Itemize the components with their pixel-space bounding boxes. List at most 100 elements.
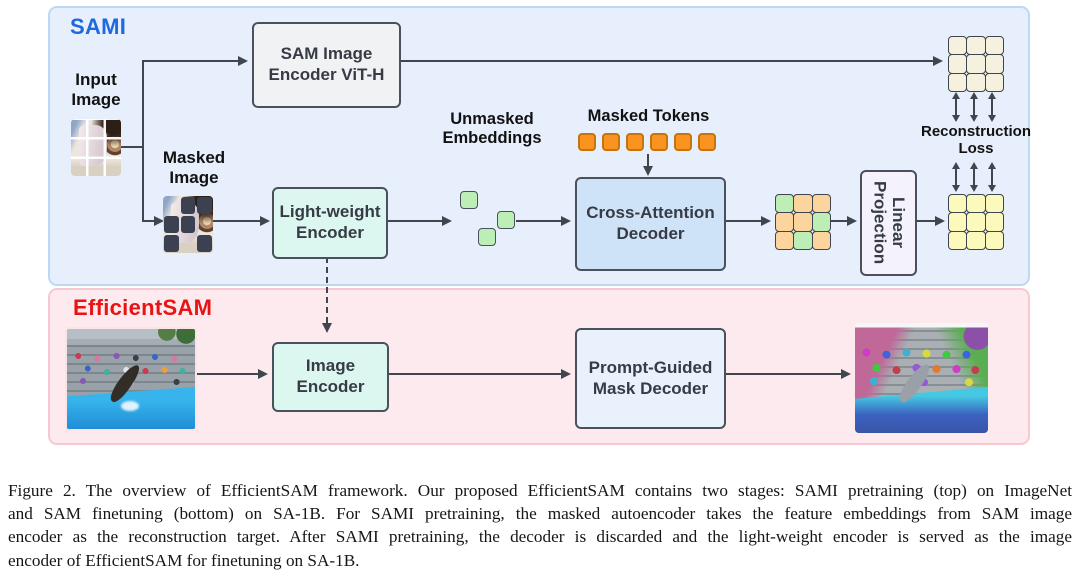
sam-image-encoder-box: SAM Image Encoder ViT-H — [252, 22, 401, 108]
reconstructed-output-grid — [947, 193, 1005, 251]
masked-token — [602, 133, 620, 151]
pool-input-photo — [65, 327, 197, 431]
arrowhead-icon — [154, 215, 164, 226]
grid-cell — [811, 212, 832, 232]
arrow-masked-to-lightweight — [212, 215, 270, 226]
grid-cell — [793, 193, 813, 214]
sam-image-encoder-label: SAM Image Encoder ViT-H — [268, 44, 385, 84]
caption-line: Figure 2. The overview of EfficientSAM f… — [8, 481, 1072, 500]
grid-cell — [947, 54, 968, 74]
unmasked-embedding-token — [460, 191, 478, 209]
reconstruction-loss-label: Reconstruction Loss — [920, 123, 1031, 158]
image-encoder-label: Image Encoder — [296, 356, 365, 396]
arrowhead-icon — [260, 215, 270, 226]
arrowhead-icon — [935, 215, 945, 226]
grid-cell — [774, 230, 795, 251]
connector-input-split — [120, 146, 144, 148]
grid-cell — [947, 193, 968, 214]
cross-attention-decoder-box: Cross-Attention Decoder — [575, 177, 726, 271]
grid-cell — [966, 72, 986, 93]
arrowhead-icon — [933, 55, 943, 66]
masked-token — [698, 133, 716, 151]
grid-cell — [966, 54, 986, 74]
grid-cell — [984, 35, 1005, 56]
grid-cell — [793, 212, 813, 232]
grid-cell — [984, 54, 1005, 74]
grid-cell — [164, 216, 179, 233]
input-image-label: Input Image — [71, 70, 121, 110]
arrow-tokens-to-decoder — [642, 154, 653, 176]
arrowhead-icon — [847, 215, 857, 226]
masked-token — [578, 133, 596, 151]
grid-cell — [164, 235, 179, 252]
grid-cell — [947, 72, 968, 93]
image-encoder-box: Image Encoder — [272, 342, 389, 412]
sami-panel-title: SAMI — [70, 14, 127, 39]
grid-cell — [180, 197, 196, 214]
grid-cell — [947, 230, 968, 251]
arrowhead-icon — [841, 368, 851, 379]
arrow-image-to-encoder — [193, 368, 268, 379]
arrowhead-icon — [258, 368, 268, 379]
double-arrow-icon — [988, 92, 996, 122]
masked-token — [626, 133, 644, 151]
lightweight-encoder-label: Light-weight Encoder — [279, 202, 381, 242]
grid-cell — [984, 230, 1005, 251]
decoder-output-grid — [774, 193, 832, 251]
splash-shape — [120, 401, 139, 411]
lightweight-encoder-box: Light-weight Encoder — [272, 187, 388, 259]
arrow-lightweight-to-embeddings — [384, 215, 452, 226]
grid-cell — [811, 230, 832, 251]
segmented-output-photo — [855, 323, 988, 433]
unmasked-embedding-token — [478, 228, 496, 246]
unmasked-embedding-token — [497, 211, 515, 229]
double-arrow-icon — [970, 92, 978, 122]
double-arrow-icon — [970, 162, 978, 192]
arrowhead-icon — [642, 166, 653, 176]
arrow-grid-to-projection — [831, 215, 857, 226]
arrowhead-icon — [238, 55, 248, 66]
arrowhead-icon — [761, 215, 771, 226]
masked-token — [650, 133, 668, 151]
arrowhead-icon — [561, 368, 571, 379]
masked-tokens-label: Masked Tokens — [587, 107, 710, 125]
grid-cell — [180, 216, 196, 233]
prompt-guided-mask-decoder-label: Prompt-Guided Mask Decoder — [588, 357, 713, 398]
caption-line: and SAM finetuning (bottom) on SA-1B. Fo… — [8, 504, 1072, 524]
grid-cell — [966, 212, 986, 232]
grid-cell — [984, 212, 1005, 232]
arrowhead-icon — [321, 323, 332, 333]
patch-grid-overlay — [71, 119, 121, 176]
prompt-guided-mask-decoder-box: Prompt-Guided Mask Decoder — [575, 328, 726, 429]
mask-pattern-overlay — [163, 196, 213, 253]
grid-cell — [197, 197, 212, 214]
arrowhead-icon — [561, 215, 571, 226]
unmasked-embeddings-label: Unmasked Embeddings — [442, 110, 542, 148]
grid-cell — [197, 235, 212, 252]
grid-cell — [774, 193, 795, 214]
caption-line: encoder of EfficientSAM for finetuning o… — [8, 550, 360, 570]
arrow-to-sam-encoder — [142, 55, 248, 66]
cross-attention-decoder-label: Cross-Attention Decoder — [586, 203, 715, 243]
caption-line: encoder as the reconstruction target. Af… — [8, 527, 1072, 547]
grid-cell — [181, 235, 196, 252]
arrow-to-masked-image — [142, 215, 164, 226]
double-arrow-icon — [952, 162, 960, 192]
figure-caption: Figure 2. The overview of EfficientSAM f… — [8, 479, 1072, 571]
grid-cell — [811, 193, 832, 214]
efficientsam-panel-title: EfficientSAM — [73, 295, 213, 320]
grid-cell — [197, 216, 212, 233]
grid-cell — [164, 197, 179, 214]
masked-token — [674, 133, 692, 151]
grid-cell — [966, 193, 986, 214]
grid-cell — [947, 212, 968, 232]
input-image-thumbnail — [71, 119, 121, 176]
grid-cell — [774, 212, 795, 232]
segmented-pool-water — [855, 386, 988, 433]
double-arrow-icon — [988, 162, 996, 192]
grid-cell — [793, 230, 813, 251]
arrow-sam-to-target-grid — [397, 55, 943, 66]
linear-projection-box: Linear Projection — [860, 170, 917, 276]
arrow-decoder-to-output-grid — [722, 215, 771, 226]
